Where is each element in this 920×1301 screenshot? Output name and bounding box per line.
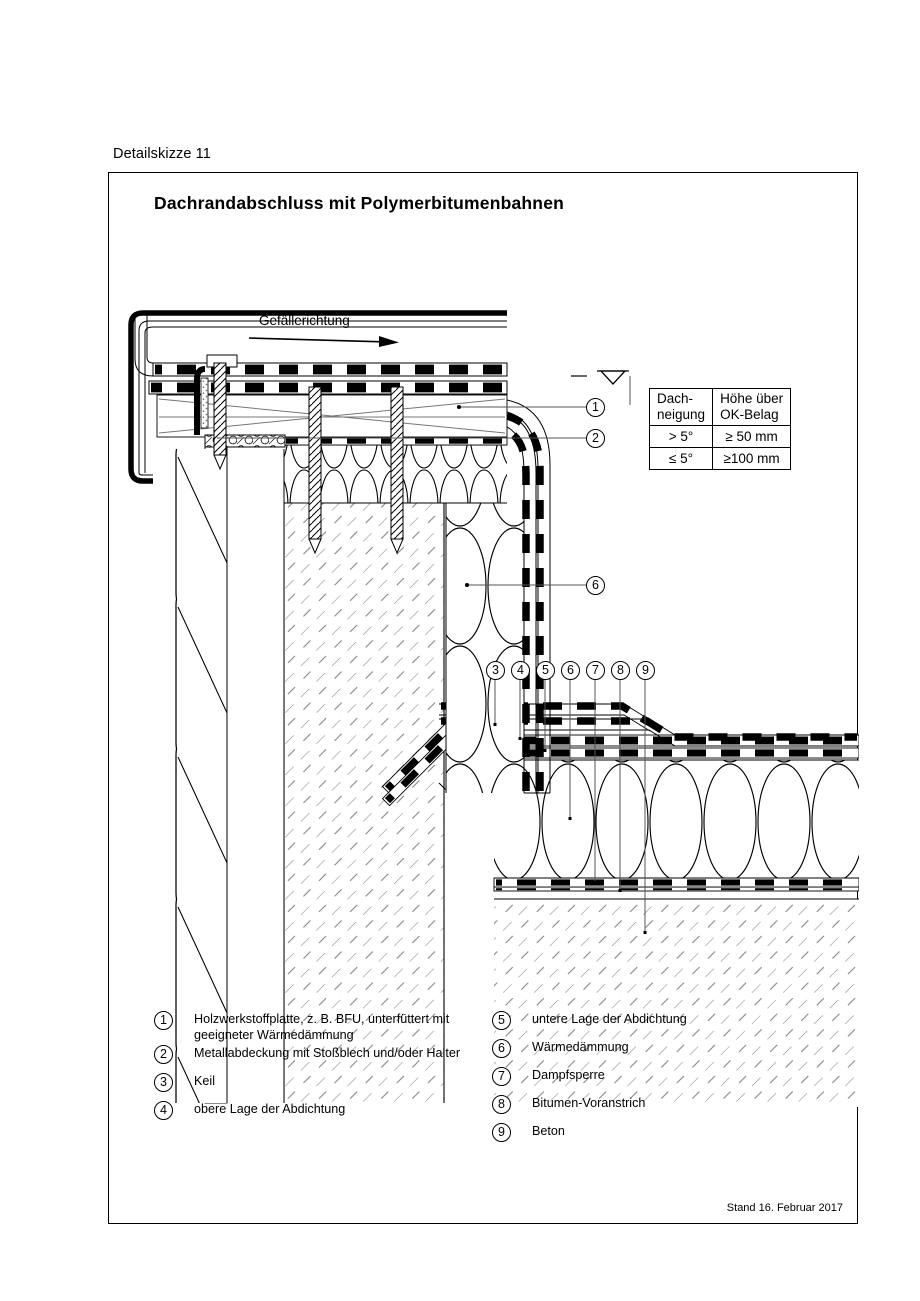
callout-1[interactable]: 1 [586, 398, 605, 417]
legend-label: Keil [194, 1074, 215, 1088]
cell-height-1: ≥ 50 mm [712, 425, 792, 449]
sheet-caption: Detailskizze 11 [113, 146, 211, 162]
cell-slope-2: ≤ 5° [648, 447, 714, 471]
table-row: ≤ 5° ≥100 mm [648, 447, 792, 471]
legend-label: obere Lage der Abdichtung [194, 1102, 346, 1116]
callout-8[interactable]: 8 [611, 661, 630, 680]
callout-4[interactable]: 4 [511, 661, 530, 680]
callout-2[interactable]: 2 [586, 429, 605, 448]
list-item: 9 Beton [492, 1123, 822, 1149]
screw-fixing [308, 386, 322, 555]
list-item: 8 Bitumen-Voranstrich [492, 1095, 822, 1121]
callout-9[interactable]: 9 [636, 661, 655, 680]
datum-level-icon [571, 370, 629, 385]
list-item: 7 Dampfsperre [492, 1067, 822, 1093]
legend-column-right: 5 untere Lage der Abdichtung 6 Wärmedämm… [492, 1011, 822, 1151]
list-item: 4 obere Lage der Abdichtung [154, 1101, 494, 1127]
legend-number: 8 [492, 1095, 511, 1114]
legend-number: 2 [154, 1045, 173, 1064]
list-item: 3 Keil [154, 1073, 494, 1099]
legend-number: 6 [492, 1039, 511, 1058]
drawing-title: Dachrandabschluss mit Polymerbitumenbahn… [154, 193, 565, 213]
legend-number: 3 [154, 1073, 173, 1092]
header-slope-l1: Dach- [657, 391, 694, 406]
cell-height-2: ≥100 mm [712, 447, 792, 471]
header-height-l1: Höhe über [720, 391, 784, 406]
callout-6-insulation[interactable]: 6 [586, 576, 605, 595]
revision-date: Stand 16. Februar 2017 [726, 1202, 843, 1214]
list-item: 2 Metallabdeckung mit Stoßblech und/oder… [154, 1045, 494, 1071]
legend-column-left: 1 Holzwerkstoffplatte, z. B. BFU, unterf… [154, 1011, 494, 1129]
construction-detail-drawing [128, 310, 859, 1107]
legend-label: Metallabdeckung mit Stoßblech und/oder H… [194, 1046, 461, 1060]
legend-number: 4 [154, 1101, 173, 1120]
legend-label: Beton [532, 1124, 565, 1138]
callout-6[interactable]: 6 [561, 661, 580, 680]
screw-fixing [390, 386, 404, 555]
legend-label: Wärmedämmung [532, 1040, 629, 1054]
header-height-l2: OK-Belag [720, 407, 779, 423]
legend-label: Dampfsperre [532, 1068, 605, 1082]
legend-number: 7 [492, 1067, 511, 1086]
callout-3[interactable]: 3 [486, 661, 505, 680]
header-height: Höhe über OK-Belag [712, 387, 792, 427]
drawing-frame: Dachrandabschluss mit Polymerbitumenbahn… [108, 172, 859, 1224]
screw-fixing [206, 354, 238, 471]
legend-label: Bitumen-Voranstrich [532, 1096, 646, 1110]
list-item: 1 Holzwerkstoffplatte, z. B. BFU, unterf… [154, 1011, 494, 1043]
legend-label: Holzwerkstoffplatte, z. B. BFU, unterfüt… [194, 1012, 450, 1042]
table-header-row: Dach- neigung Höhe über OK-Belag [648, 387, 792, 427]
legend-label: untere Lage der Abdichtung [532, 1012, 687, 1026]
list-item: 6 Wärmedämmung [492, 1039, 822, 1065]
header-slope: Dach- neigung [648, 387, 714, 427]
callout-5[interactable]: 5 [536, 661, 555, 680]
arrow-right-icon [248, 336, 399, 347]
header-slope-l2: neigung [657, 407, 706, 423]
list-item: 5 untere Lage der Abdichtung [492, 1011, 822, 1037]
height-table: Dach- neigung Höhe über OK-Belag > 5° ≥ … [648, 387, 792, 471]
legend-number: 1 [154, 1011, 173, 1030]
legend-number: 9 [492, 1123, 511, 1142]
callout-7[interactable]: 7 [586, 661, 605, 680]
legend-number: 5 [492, 1011, 511, 1030]
